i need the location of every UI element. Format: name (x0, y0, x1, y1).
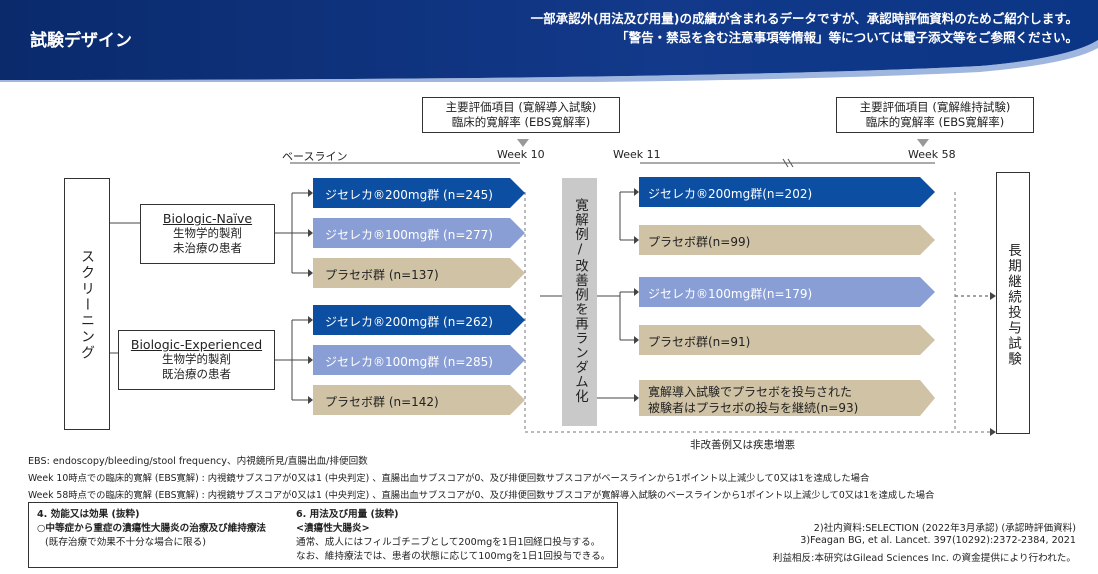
week11-label: Week 11 (613, 148, 661, 161)
reference-3: 利益相反:本研究はGilead Sciences Inc. の資金提供により行わ… (772, 553, 1076, 564)
naive-population-box: Biologic-Naïve 生物学的製剤 未治療の患者 (140, 204, 275, 264)
rerandomization-label: 寛解例/改善例を再ランダム化 (572, 198, 588, 404)
screening-box: スクリーニング (64, 178, 110, 430)
rerandomization-box: 寛解例/改善例を再ランダム化 (562, 178, 597, 426)
indication-line2: (既存治療で効果不十分な場合に限る) (45, 537, 206, 548)
footnote-week58: Week 58時点での臨床的寛解 (EBS寛解) : 内視鏡サブスコアが0又は1… (28, 490, 935, 501)
reference-1: 2)社内資料:SELECTION (2022年3月承認) (承認時評価資料) (813, 523, 1076, 534)
indication-dosage-box: 4. 効能又は効果 (抜粋) ○中等症から重症の潰瘍性大腸炎の治療及び維持療法 … (28, 502, 618, 568)
baseline-label: ベースライン (282, 150, 348, 163)
experienced-population-box: Biologic-Experienced 生物学的製剤 既治療の患者 (118, 330, 275, 390)
maintenance-arm-5-line2: 被験者はプラセボの投与を継続(n=93) (648, 401, 859, 415)
maintenance-endpoint-line1: 主要評価項目 (寛解維持試験) (859, 100, 1011, 114)
footnote-week10: Week 10時点での臨床的寛解 (EBS寛解) : 内視鏡サブスコアが0又は1… (28, 473, 870, 484)
induction-arm-shape-1 (313, 178, 525, 208)
week58-label: Week 58 (908, 148, 956, 161)
dosage-line1: <潰瘍性大腸炎> (296, 523, 370, 534)
experienced-line3: 既治療の患者 (162, 367, 231, 381)
non-improved-label: 非改善例又は疾患増悪 (690, 439, 795, 451)
maintenance-arm-shape-2 (639, 225, 935, 255)
induction-endpoint-line1: 主要評価項目 (寛解導入試験) (445, 100, 597, 114)
induction-arm-6: プラセボ群 (n=142) (325, 395, 439, 409)
induction-arm-4: ジセレカ®200mg群 (n=262) (325, 315, 493, 329)
maintenance-arm-shape-5 (639, 380, 935, 416)
maintenance-arm-4: プラセボ群(n=91) (648, 335, 751, 349)
induction-arm-5: ジセレカ®100mg群 (n=285) (325, 355, 493, 369)
experienced-line2: 生物学的製剤 (162, 352, 231, 366)
induction-arm-2: ジセレカ®100mg群 (n=277) (325, 228, 493, 242)
header-background (0, 0, 1098, 82)
maintenance-arm-3: ジセレカ®100mg群(n=179) (648, 287, 813, 301)
reference-2: 3)Feagan BG, et al. Lancet. 397(10292):2… (800, 535, 1076, 546)
induction-arm-1: ジセレカ®200mg群 (n=245) (325, 188, 493, 202)
maintenance-arm-2: プラセボ群(n=99) (648, 235, 751, 249)
indication-line1: ○中等症から重症の潰瘍性大腸炎の治療及び維持療法 (37, 523, 267, 534)
naive-line2: 生物学的製剤 (173, 226, 242, 240)
footnote-ebs: EBS: endoscopy/bleeding/stool frequency、… (28, 456, 368, 467)
naive-title: Biologic-Naïve (162, 211, 253, 226)
maintenance-arm-1: ジセレカ®200mg群(n=202) (648, 187, 813, 201)
induction-arm-shape-5 (313, 345, 525, 375)
week10-label: Week 10 (497, 148, 545, 161)
maintenance-arm-5-line1: 寛解導入試験でプラセボを投与された (648, 385, 853, 399)
maintenance-endpoint-line2: 臨床的寛解率 (EBS寛解率) (865, 115, 1005, 129)
naive-line3: 未治療の患者 (173, 241, 242, 255)
maintenance-arm-shape-3 (639, 277, 935, 307)
screening-label: スクリーニング (79, 249, 95, 361)
long-term-box: 長期継続投与試験 (996, 172, 1030, 434)
maintenance-arm-shape-1 (639, 177, 935, 207)
maintenance-endpoint-box: 主要評価項目 (寛解維持試験) 臨床的寛解率 (EBS寛解率) (836, 97, 1034, 133)
maintenance-arm-shape-4 (639, 325, 935, 355)
dosage-line2: 通常、成人にはフィルゴチニブとして200mgを1日1回経口投与する。 (296, 537, 601, 548)
header-note-line2: 「警告・禁忌を含む注意事項等情報」等については電子添文等をご参照ください。 (616, 30, 1078, 45)
induction-endpoint-line2: 臨床的寛解率 (EBS寛解率) (451, 115, 591, 129)
induction-arm-3: プラセボ群 (n=137) (325, 268, 439, 282)
experienced-title: Biologic-Experienced (130, 337, 263, 352)
induction-arm-shape-4 (313, 305, 525, 335)
indication-heading: 4. 効能又は効果 (抜粋) (37, 509, 140, 520)
page-title: 試験デザイン (30, 31, 132, 51)
induction-arm-shape-6 (313, 385, 525, 415)
long-term-label: 長期継続投与試験 (1005, 243, 1021, 367)
induction-arm-shape-2 (313, 218, 525, 248)
induction-arm-shape-3 (313, 258, 525, 288)
dosage-line3: なお、維持療法では、患者の状態に応じて100mgを1日1回投与できる。 (296, 551, 611, 562)
induction-endpoint-box: 主要評価項目 (寛解導入試験) 臨床的寛解率 (EBS寛解率) (422, 97, 620, 133)
header-banner: 試験デザイン 一部承認外(用法及び用量)の成績が含まれるデータですが、承認時評価… (0, 0, 1098, 82)
header-note-line1: 一部承認外(用法及び用量)の成績が含まれるデータですが、承認時評価資料のためご紹… (530, 11, 1078, 26)
dosage-heading: 6. 用法及び用量 (抜粋) (296, 509, 399, 520)
